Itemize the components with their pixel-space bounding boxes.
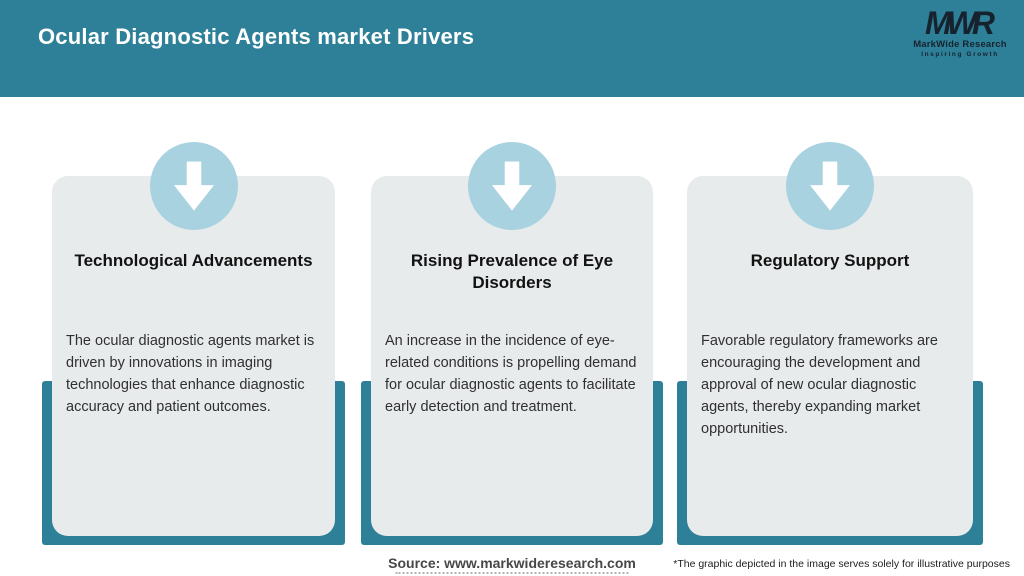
disclaimer-text: *The graphic depicted in the image serve… <box>673 558 1010 570</box>
card-panel: Regulatory Support Favorable regulatory … <box>687 176 973 536</box>
markwide-research-logo: MWR MarkWide Research Inspiring Growth <box>902 7 1018 58</box>
logo-name: MarkWide Research <box>913 39 1007 50</box>
arrow-down-icon <box>492 159 532 213</box>
card-panel: Technological Advancements The ocular di… <box>52 176 335 536</box>
card-heading: Regulatory Support <box>750 251 910 270</box>
cropped-text-line <box>395 572 629 574</box>
card-heading: Technological Advancements <box>74 251 313 270</box>
driver-card-regulatory-support: Regulatory Support Favorable regulatory … <box>677 142 983 545</box>
driver-card-rising-prevalence: Rising Prevalence of Eye Disorders An in… <box>361 142 663 545</box>
arrow-circle <box>149 142 238 230</box>
header-bar: Ocular Diagnostic Agents market Drivers … <box>0 0 1024 97</box>
driver-card-technological-advancements: Technological Advancements The ocular di… <box>42 142 345 545</box>
arrow-down-icon <box>173 159 214 213</box>
logo-tagline: Inspiring Growth <box>921 50 999 58</box>
card-heading: Rising Prevalence of Eye Disorders <box>410 251 614 292</box>
card-body: An increase in the incidence of eye-rela… <box>385 333 637 415</box>
card-body: Favorable regulatory frameworks are enco… <box>701 333 938 437</box>
arrow-circle <box>786 142 874 230</box>
logo-monogram: MWR <box>925 5 995 41</box>
arrow-circle <box>468 142 556 230</box>
source-text: Source: www.markwideresearch.com <box>388 555 636 571</box>
page-title: Ocular Diagnostic Agents market Drivers <box>38 24 475 49</box>
card-body: The ocular diagnostic agents market is d… <box>66 333 315 415</box>
card-panel: Rising Prevalence of Eye Disorders An in… <box>371 176 653 536</box>
arrow-down-icon <box>810 159 850 213</box>
